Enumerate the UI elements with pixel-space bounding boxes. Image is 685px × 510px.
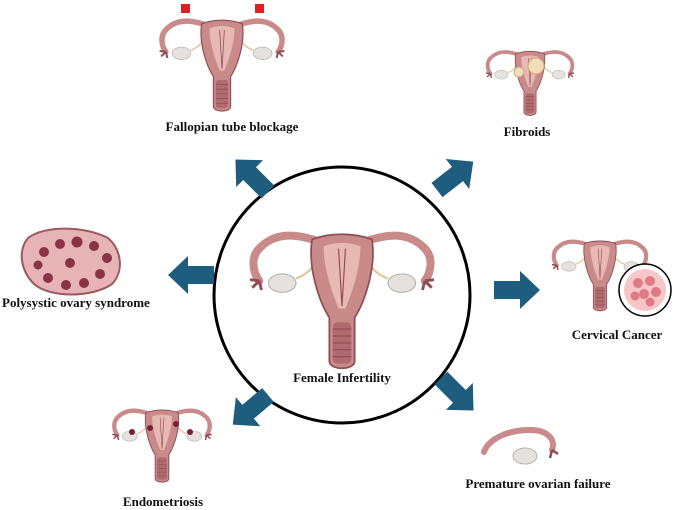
ovarian-tube-icon	[481, 426, 559, 465]
label-fibroids: Fibroids	[503, 124, 551, 139]
endometriosis-uterus-icon	[112, 410, 211, 482]
fibroids-uterus-icon	[484, 49, 576, 118]
label-fallopian: Fallopian tube blockage	[165, 119, 299, 134]
label-ovarian: Premature ovarian failure	[465, 476, 611, 491]
label-cervical: Cervical Cancer	[571, 327, 663, 342]
arrow-to-fibroids	[425, 146, 485, 205]
fallopian-uterus-icon	[160, 4, 285, 111]
arrow-to-pcos	[168, 256, 214, 294]
pcos-ovary-icon	[20, 227, 121, 296]
arrow-to-cervical	[494, 271, 540, 309]
label-center: Female Infertility	[293, 370, 391, 385]
label-endometriosis: Endometriosis	[122, 494, 204, 509]
label-pcos: Polysystic ovary syndrome	[2, 295, 150, 310]
cervical-uterus-icon	[552, 241, 672, 317]
